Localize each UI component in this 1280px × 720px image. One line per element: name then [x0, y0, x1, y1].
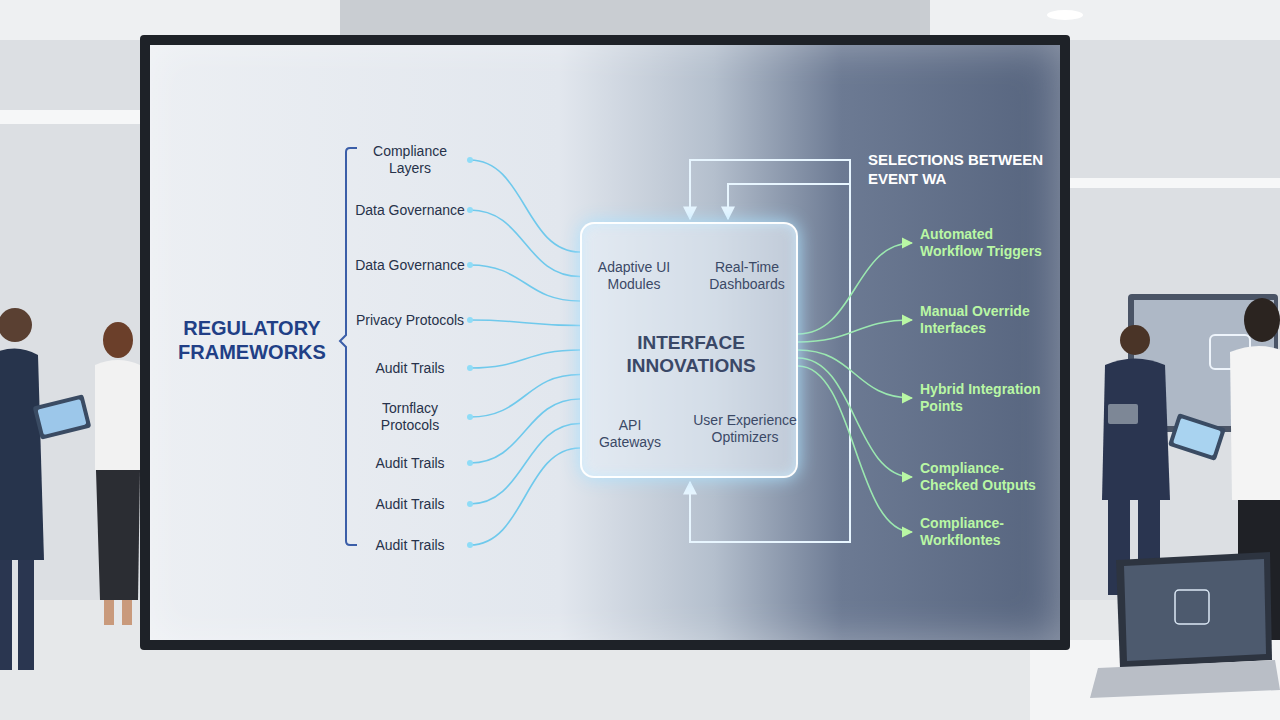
connector-dot [467, 414, 473, 420]
item-text: Compliance Layers [354, 143, 466, 177]
hub-item: User Experience Optimizers [693, 412, 798, 446]
person [0, 308, 91, 670]
connector-dot [467, 317, 473, 323]
ceiling-light [1070, 178, 1280, 188]
group-label-text: REGULATORY FRAMEWORKS [172, 316, 332, 364]
input-item: Compliance Layers [350, 141, 470, 179]
connector [798, 350, 912, 398]
connector [470, 160, 580, 252]
input-item: Audit Trails [350, 494, 470, 515]
connector [798, 366, 912, 532]
spot-light [1047, 10, 1083, 20]
item-text: Audit Trails [354, 455, 466, 472]
laptop-screen [1124, 559, 1266, 661]
laptop-icon [1175, 590, 1209, 624]
input-item: Audit Trails [350, 453, 470, 474]
input-item: Audit Trails [350, 535, 470, 556]
connector-dot [467, 157, 473, 163]
connector [470, 265, 580, 301]
monitor-bezel [140, 35, 1070, 650]
connector [470, 375, 580, 418]
laptop-base [1090, 660, 1280, 698]
connector-dot [467, 207, 473, 213]
connector [798, 320, 912, 342]
ceiling-light [0, 110, 140, 124]
connector-dot [467, 365, 473, 371]
output-item: Manual Override Interfaces [912, 301, 1052, 339]
hub-title-text: INTERFACE INNOVATIONS [606, 331, 776, 377]
hub-item-text: API Gateways [588, 417, 673, 451]
item-text: Compliance-Workflontes [920, 515, 1048, 549]
group-label: REGULATORY FRAMEWORKS [172, 316, 332, 364]
hub-box: Adaptive UI Modules Real-Time DashboardsI… [580, 222, 798, 478]
item-text: Hybrid Integration Points [920, 381, 1048, 415]
input-item: Data Governance [350, 255, 470, 276]
output-item: Automated Workflow Triggers [912, 224, 1052, 262]
connector [470, 350, 580, 368]
item-text: Data Governance [354, 202, 466, 219]
item-text: Audit Trails [354, 537, 466, 554]
item-text: Tornflacy Protocols [354, 400, 466, 434]
section-heading-text: SELECTIONS BETWEEN EVENT WA [868, 150, 1056, 188]
hub-item-text: Real-Time Dashboards [697, 259, 797, 293]
item-text: Compliance-Checked Outputs [920, 460, 1048, 494]
output-item: Compliance-Checked Outputs [912, 458, 1052, 496]
connector-dot [467, 501, 473, 507]
connector [470, 399, 580, 463]
connector [470, 448, 580, 545]
input-item: Tornflacy Protocols [350, 398, 470, 436]
hub-item: Real-Time Dashboards [697, 259, 797, 293]
input-item: Data Governance [350, 200, 470, 221]
laptop-lid [1116, 552, 1272, 668]
person [1102, 325, 1170, 595]
item-text: Data Governance [354, 257, 466, 274]
item-text: Privacy Protocols [354, 312, 466, 329]
input-item: Privacy Protocols [350, 310, 470, 331]
connector [470, 424, 580, 505]
input-item: Audit Trails [350, 358, 470, 379]
hub-item-text: User Experience Optimizers [693, 412, 798, 446]
section-heading: SELECTIONS BETWEEN EVENT WA [868, 150, 1056, 188]
hub-item-text: Adaptive UI Modules [587, 259, 682, 293]
hub-title: INTERFACE INNOVATIONS [606, 331, 776, 377]
item-text: Manual Override Interfaces [920, 303, 1048, 337]
person [95, 322, 140, 625]
item-text: Automated Workflow Triggers [920, 226, 1048, 260]
item-text: Audit Trails [354, 496, 466, 513]
connector [470, 320, 580, 326]
connector [798, 358, 912, 477]
hub-item: Adaptive UI Modules [587, 259, 682, 293]
connector-dot [467, 262, 473, 268]
feedback-line [728, 184, 850, 219]
output-item: Hybrid Integration Points [912, 379, 1052, 417]
hub-item: API Gateways [588, 417, 673, 451]
output-item: Compliance-Workflontes [912, 513, 1052, 551]
item-text: Audit Trails [354, 360, 466, 377]
bracket [340, 148, 357, 545]
connector-dot [467, 460, 473, 466]
connector-dot [467, 542, 473, 548]
